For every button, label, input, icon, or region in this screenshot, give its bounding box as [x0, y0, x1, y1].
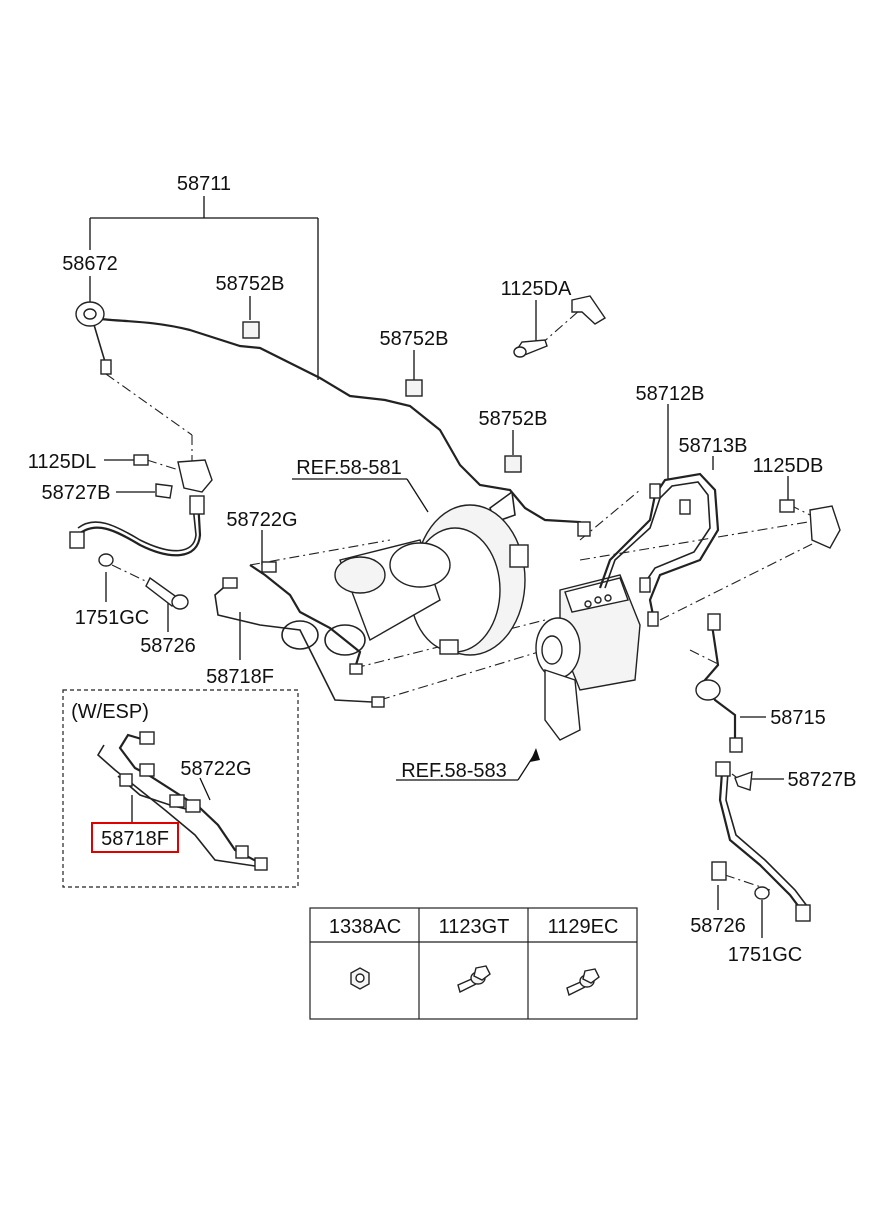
part-labels: 58711 58672 58752B 1125DA 58752B 58712B …: [28, 173, 857, 966]
label-1125dl: 1125DL: [28, 451, 97, 473]
label-1751gc: 1751GC: [75, 607, 150, 629]
label-58718f: 58718F: [206, 666, 274, 688]
fastener-table: [309, 907, 638, 1020]
flange-bolt-icon: [566, 968, 600, 997]
label-58718f-highlighted: 58718F: [101, 828, 169, 850]
brake-booster: [334, 504, 529, 656]
label-1125da: 1125DA: [501, 278, 572, 300]
bolt-58726-icon: [145, 576, 179, 607]
clip-58752b-icon: [242, 321, 522, 473]
clip-58727b-icon: [155, 483, 173, 499]
label-58752b: 58752B: [380, 328, 449, 350]
label-58722g: 58722G: [226, 509, 297, 531]
brake-hose-left: [69, 495, 205, 610]
clip-58727b-icon: [734, 770, 753, 791]
brake-hose-58715: [695, 613, 743, 753]
washer-1751gc-icon: [98, 553, 114, 567]
brake-pipes-58712b-58713b: [598, 472, 720, 627]
label-58715: 58715: [770, 707, 826, 729]
label-58713b: 58713B: [679, 435, 748, 457]
leader-lines: [89, 196, 789, 938]
label-1125db: 1125DB: [753, 455, 824, 477]
grommet-58672: [75, 301, 105, 327]
label-58727b: 58727B: [42, 482, 111, 504]
flange-bolt-icon: [457, 965, 491, 994]
bolt-1125dl-icon: [133, 454, 213, 493]
table-header-1123gt: 1123GT: [439, 916, 510, 938]
bolt-58726-icon: [711, 861, 727, 881]
bolt-1125db-icon: [779, 499, 841, 549]
brake-hose-right: [711, 761, 811, 922]
label-58712b: 58712B: [636, 383, 705, 405]
label-58752b: 58752B: [479, 408, 548, 430]
label-58722g: 58722G: [180, 758, 251, 780]
label-58727b: 58727B: [788, 769, 857, 791]
label-58726: 58726: [140, 635, 196, 657]
brake-pipes-58722g-58718f: [214, 561, 385, 708]
label-58672: 58672: [62, 253, 118, 275]
label-1751gc: 1751GC: [728, 944, 803, 966]
bolt-1125da-icon: [513, 295, 606, 358]
label-58711: 58711: [177, 173, 231, 195]
label-58752b: 58752B: [216, 273, 285, 295]
grommet-icon: [695, 679, 721, 701]
table-header-1129ec: 1129EC: [548, 916, 619, 938]
hydraulic-unit: [535, 574, 641, 741]
label-ref-58-583: REF.58-583: [401, 760, 507, 782]
pipe-fitting-icon: [577, 521, 591, 537]
label-58726: 58726: [690, 915, 746, 937]
brake-pipe-58711: [91, 316, 591, 537]
highlight-box: [91, 822, 179, 853]
label-w-esp: (W/ESP): [71, 701, 149, 723]
esp-detail-box: [62, 689, 299, 888]
table-header-1338ac: 1338AC: [329, 916, 401, 938]
washer-1751gc-icon: [754, 886, 770, 900]
pipe-fitting-icon: [100, 359, 112, 375]
hex-nut-icon: [350, 967, 370, 990]
label-ref-58-581: REF.58-581: [296, 457, 402, 479]
